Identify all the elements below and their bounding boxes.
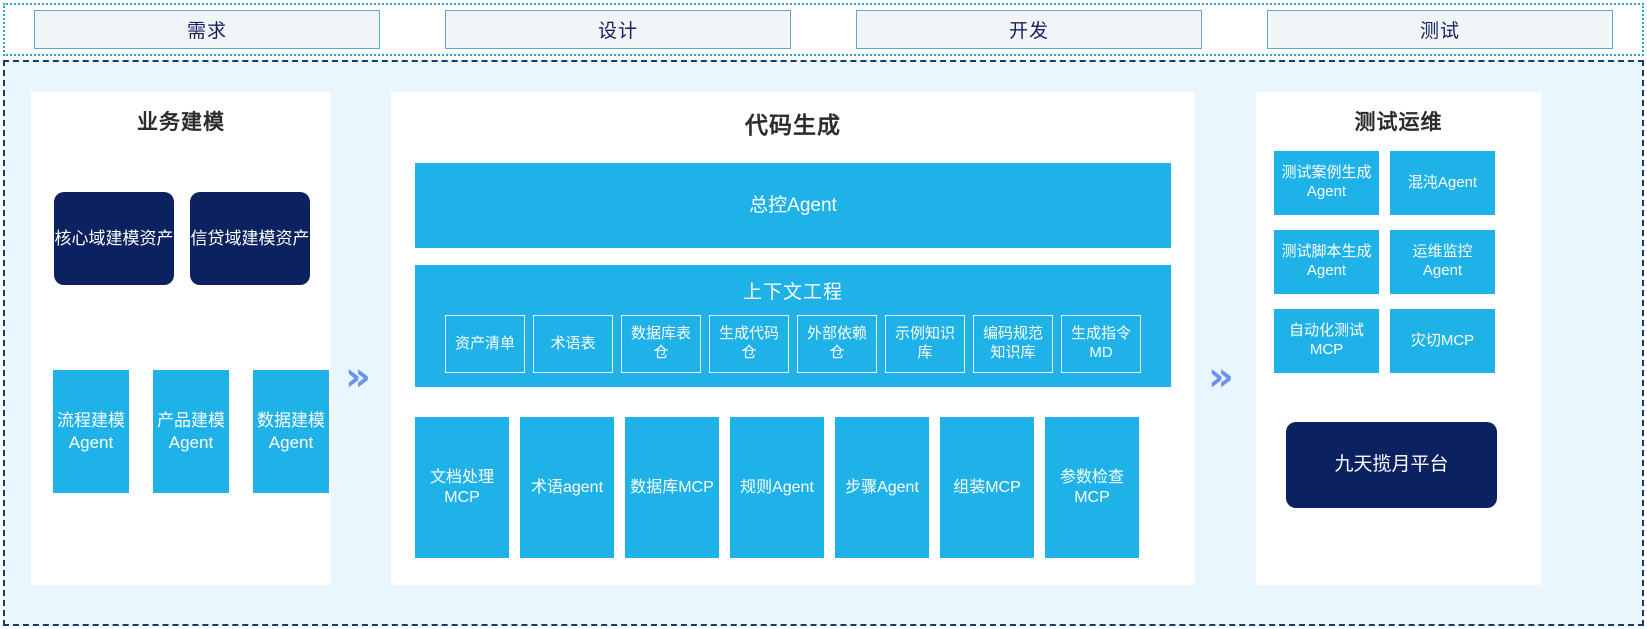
tile-label: 编码规范知识库 [982,325,1043,361]
tile-label: 流程建模Agent [57,411,125,452]
tile-label: 数据建模Agent [257,411,325,452]
context-item-coding-standard-knowledge-base[interactable]: 编码规范知识库 [973,315,1053,373]
tile-label: 运维监控Agent [1412,243,1473,279]
ops-test-script-generation-agent[interactable]: 测试脚本生成Agent [1274,230,1379,294]
tile-label: 外部依赖仓 [806,325,867,361]
tile-label: 数据库MCP [630,478,714,496]
phase-label: 测试 [1419,21,1460,42]
business-agent-row: 流程建模Agent 产品建模Agent 数据建模Agent [53,370,329,493]
panel-test-operations: 测试运维 测试案例生成Agent 混沌Agent 测试脚本生成Agent 运维监… [1256,92,1541,585]
tool-rule-agent[interactable]: 规则Agent [730,417,824,558]
phase-box-design[interactable]: 设计 [445,10,791,49]
tile-label: 信贷域建模资产 [190,228,310,248]
tile-label: 资产清单 [454,334,515,352]
tool-assembly-mcp[interactable]: 组装MCP [940,417,1034,558]
tool-parameter-check-mcp[interactable]: 参数检查MCP [1045,417,1139,558]
agent-process-modeling[interactable]: 流程建模Agent [53,370,129,493]
tile-label: 产品建模Agent [157,411,225,452]
tile-label: 测试案例生成Agent [1281,164,1372,200]
test-ops-grid: 测试案例生成Agent 混沌Agent 测试脚本生成Agent 运维监控Agen… [1274,151,1495,373]
tile-label: 数据库表仓 [630,325,691,361]
ops-monitoring-agent[interactable]: 运维监控Agent [1390,230,1495,294]
tile-label: 文档处理MCP [429,468,494,506]
tool-step-agent[interactable]: 步骤Agent [835,417,929,558]
panel-business-modeling: 业务建模 核心域建模资产 信贷域建模资产 流程建模Agent 产品建模Agent… [31,92,331,585]
agent-data-modeling[interactable]: 数据建模Agent [253,370,329,493]
asset-credit-domain[interactable]: 信贷域建模资产 [190,192,310,285]
tile-label: 术语agent [530,478,604,496]
tile-label: 灾切MCP [1410,331,1475,349]
chevron-right-icon-1: » [345,354,371,400]
tile-label: 规则Agent [740,478,814,496]
tool-database-mcp[interactable]: 数据库MCP [625,417,719,558]
context-item-example-knowledge-base[interactable]: 示例知识库 [885,315,965,373]
tile-label: 九天揽月平台 [1334,454,1449,476]
tile-label: 参数检查MCP [1059,468,1124,506]
panel-code-generation: 代码生成 总控Agent 上下文工程 资产清单 术语表 数据库表仓 [391,92,1195,585]
panel-title-test-operations: 测试运维 [1354,111,1443,134]
ops-test-case-generation-agent[interactable]: 测试案例生成Agent [1274,151,1379,215]
phase-box-requirements[interactable]: 需求 [34,10,380,49]
tile-label: 步骤Agent [845,478,919,496]
ops-automated-test-mcp[interactable]: 自动化测试MCP [1274,309,1379,373]
master-control-agent[interactable]: 总控Agent [415,163,1171,248]
agent-product-modeling[interactable]: 产品建模Agent [153,370,229,493]
tile-label: 测试脚本生成Agent [1281,243,1372,279]
main-frame: 业务建模 核心域建模资产 信贷域建模资产 流程建模Agent 产品建模Agent… [3,60,1644,626]
ops-chaos-agent[interactable]: 混沌Agent [1390,151,1495,215]
tile-label: 组装MCP [953,478,1021,496]
tile-label: 混沌Agent [1407,173,1478,191]
asset-core-domain[interactable]: 核心域建模资产 [54,192,174,285]
context-item-asset-list[interactable]: 资产清单 [445,315,525,373]
context-engineering-block: 上下文工程 资产清单 术语表 数据库表仓 生成代码仓 外部依赖仓 [415,265,1171,387]
tile-label: 术语表 [550,334,596,352]
context-item-external-dependency-repo[interactable]: 外部依赖仓 [797,315,877,373]
ops-disaster-switch-mcp[interactable]: 灾切MCP [1390,309,1495,373]
context-item-generated-code-repo[interactable]: 生成代码仓 [709,315,789,373]
tool-glossary-agent[interactable]: 术语agent [520,417,614,558]
context-item-db-table-repo[interactable]: 数据库表仓 [621,315,701,373]
platform-jiutian-lanyue[interactable]: 九天揽月平台 [1286,422,1497,508]
context-engineering-title: 上下文工程 [742,282,843,303]
tile-label: 自动化测试MCP [1288,322,1364,358]
context-item-glossary[interactable]: 术语表 [533,315,613,373]
tile-label: 核心域建模资产 [54,228,174,248]
phase-strip: 需求 设计 开发 测试 [3,3,1644,56]
code-generation-tool-row: 文档处理MCP 术语agent 数据库MCP 规则Agent 步骤Agent 组… [415,417,1139,558]
panel-title-business-modeling: 业务建模 [137,111,225,134]
phase-box-development[interactable]: 开发 [856,10,1202,49]
context-item-generation-instruction-md[interactable]: 生成指令MD [1061,315,1141,373]
tile-label: 生成代码仓 [718,325,779,361]
tool-document-processing-mcp[interactable]: 文档处理MCP [415,417,509,558]
tile-label: 总控Agent [749,194,837,216]
phase-label: 需求 [186,21,227,42]
chevron-right-icon-2: » [1208,354,1234,400]
phase-label: 设计 [597,21,638,42]
phase-box-testing[interactable]: 测试 [1267,10,1613,49]
tile-label: 示例知识库 [894,325,955,361]
business-asset-row: 核心域建模资产 信贷域建模资产 [54,192,310,285]
context-engineering-items: 资产清单 术语表 数据库表仓 生成代码仓 外部依赖仓 示例知 [445,315,1141,373]
panel-title-code-generation: 代码生成 [745,112,841,138]
tile-label: 生成指令MD [1070,325,1131,361]
phase-label: 开发 [1008,21,1049,42]
